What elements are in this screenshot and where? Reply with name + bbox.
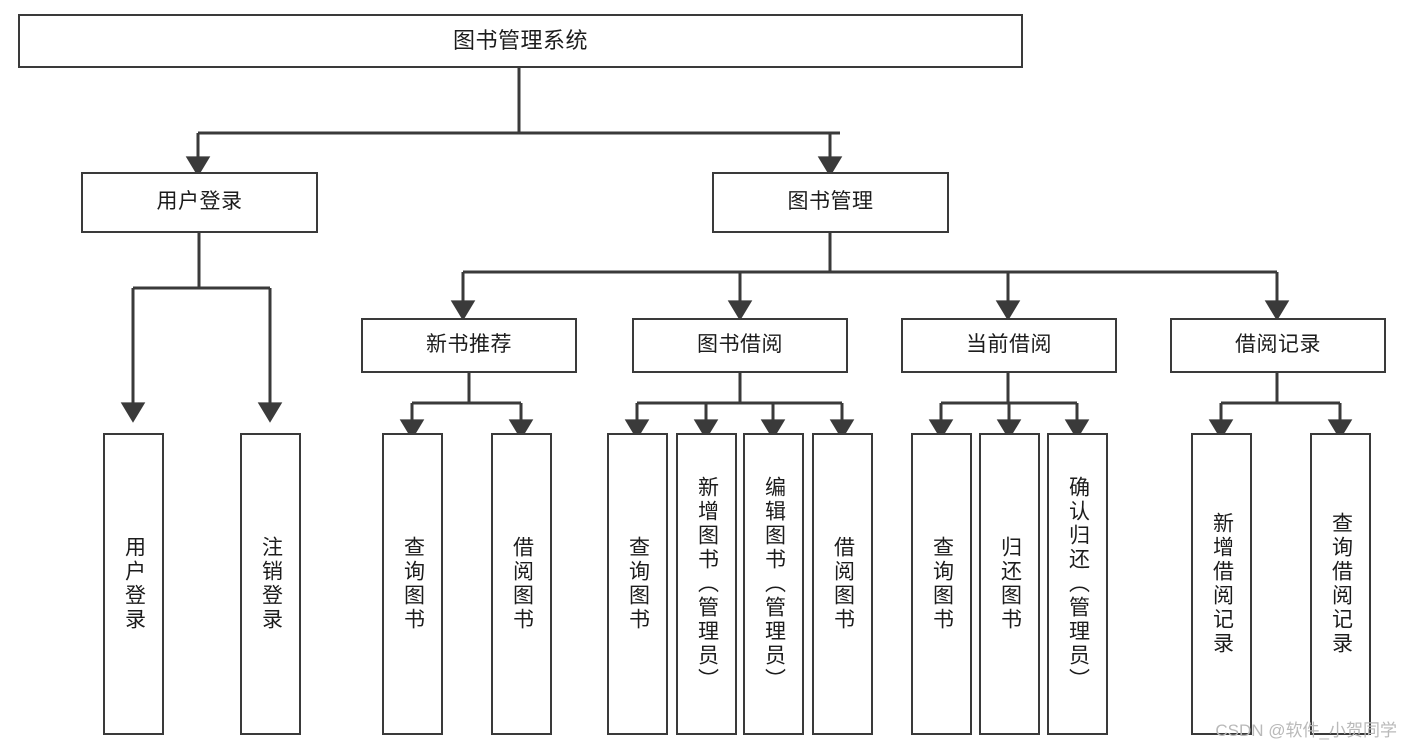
node-leaf-return-book[interactable]: 归还图书 <box>979 433 1040 735</box>
node-leaf-query-book-1[interactable]: 查询图书 <box>382 433 443 735</box>
node-leaf-query-book-2[interactable]: 查询图书 <box>607 433 668 735</box>
node-leaf-confirm-return-label: 确认归还（管理员） <box>1066 476 1090 692</box>
node-leaf-add-book[interactable]: 新增图书（管理员） <box>676 433 737 735</box>
node-leaf-user-login-label: 用户登录 <box>122 536 146 632</box>
node-leaf-query-book-1-label: 查询图书 <box>401 536 425 632</box>
node-root-system[interactable]: 图书管理系统 <box>18 14 1023 68</box>
node-current-borrow-label: 当前借阅 <box>966 333 1052 357</box>
node-leaf-add-record-label: 新增借阅记录 <box>1210 512 1234 656</box>
node-user-login[interactable]: 用户登录 <box>81 172 318 233</box>
node-leaf-borrow-book-2-label: 借阅图书 <box>831 536 855 632</box>
node-book-borrow[interactable]: 图书借阅 <box>632 318 848 373</box>
node-current-borrow[interactable]: 当前借阅 <box>901 318 1117 373</box>
node-book-borrow-label: 图书借阅 <box>697 333 783 357</box>
node-leaf-add-book-label: 新增图书（管理员） <box>695 476 719 692</box>
node-leaf-confirm-return[interactable]: 确认归还（管理员） <box>1047 433 1108 735</box>
node-leaf-borrow-book-1[interactable]: 借阅图书 <box>491 433 552 735</box>
node-leaf-borrow-book-2[interactable]: 借阅图书 <box>812 433 873 735</box>
node-leaf-query-record-label: 查询借阅记录 <box>1329 512 1353 656</box>
node-leaf-logout-login-label: 注销登录 <box>259 536 283 632</box>
node-borrow-record[interactable]: 借阅记录 <box>1170 318 1386 373</box>
node-leaf-logout-login[interactable]: 注销登录 <box>240 433 301 735</box>
node-leaf-user-login[interactable]: 用户登录 <box>103 433 164 735</box>
node-leaf-query-book-3[interactable]: 查询图书 <box>911 433 972 735</box>
node-leaf-query-book-3-label: 查询图书 <box>930 536 954 632</box>
node-leaf-edit-book-label: 编辑图书（管理员） <box>762 476 786 692</box>
node-leaf-return-book-label: 归还图书 <box>998 536 1022 632</box>
node-new-book-recommend[interactable]: 新书推荐 <box>361 318 577 373</box>
node-user-login-label: 用户登录 <box>156 190 243 214</box>
node-leaf-edit-book[interactable]: 编辑图书（管理员） <box>743 433 804 735</box>
node-borrow-record-label: 借阅记录 <box>1235 333 1321 357</box>
csdn-watermark: CSDN @软件_小贺同学 <box>1215 721 1397 740</box>
node-new-book-recommend-label: 新书推荐 <box>426 333 512 357</box>
node-leaf-borrow-book-1-label: 借阅图书 <box>510 536 534 632</box>
node-leaf-query-record[interactable]: 查询借阅记录 <box>1310 433 1371 735</box>
node-root-system-label: 图书管理系统 <box>452 27 588 53</box>
node-leaf-query-book-2-label: 查询图书 <box>626 536 650 632</box>
node-book-manage-label: 图书管理 <box>787 190 874 214</box>
node-book-manage[interactable]: 图书管理 <box>712 172 949 233</box>
node-leaf-add-record[interactable]: 新增借阅记录 <box>1191 433 1252 735</box>
